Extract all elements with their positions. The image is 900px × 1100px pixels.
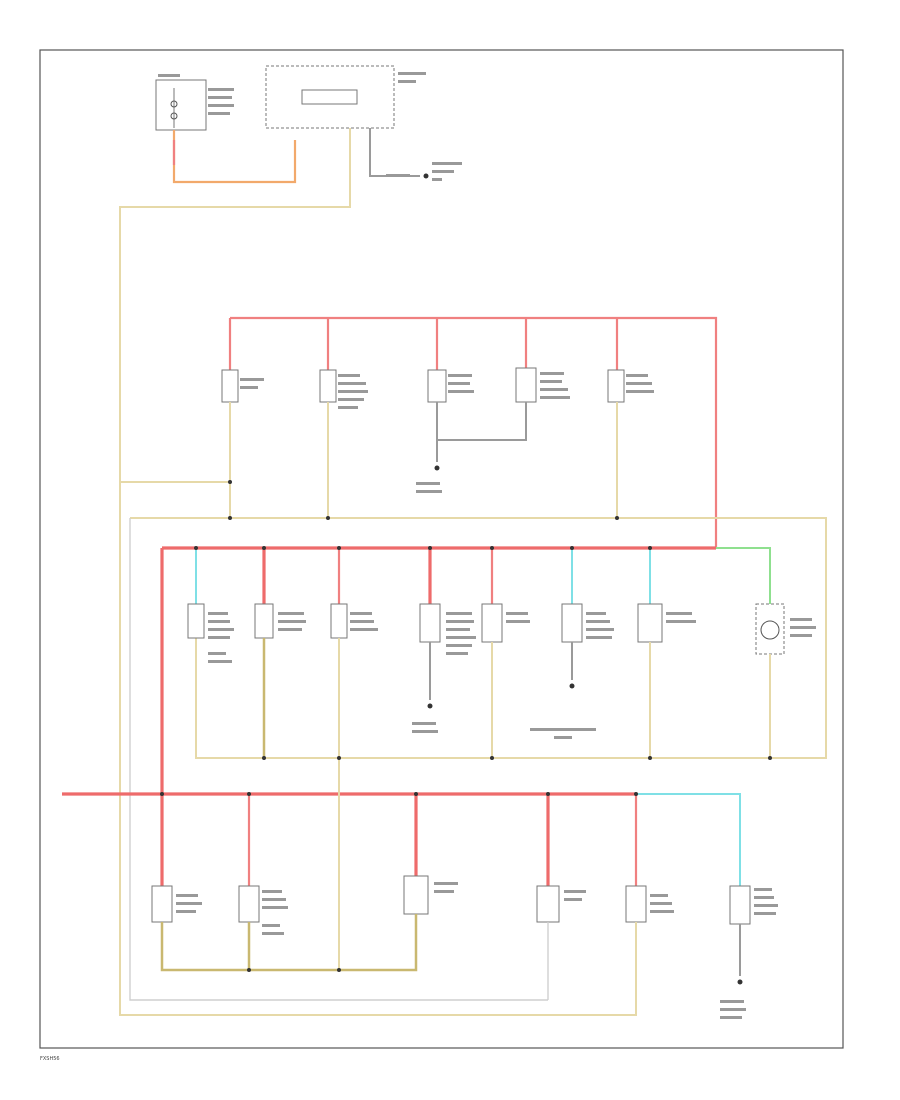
- bulb-icon-m8: [760, 620, 780, 640]
- wire-tan-middle-bus: [130, 517, 827, 759]
- lamp-b2: [238, 885, 260, 923]
- lamp-m1: [187, 603, 205, 639]
- ground-node-b6: [737, 979, 743, 985]
- ground-node-module: [423, 173, 429, 179]
- wire-olive-bottom-return: [160, 914, 418, 972]
- top-section: [119, 65, 637, 1016]
- lamp-m4: [419, 603, 441, 643]
- lamp-b5: [625, 885, 647, 923]
- wire-cyan-bottom-right: [636, 793, 741, 886]
- bottom-lamp-row: [62, 758, 778, 1019]
- label-blocks-upper: [240, 372, 654, 493]
- diagram-frame: [39, 49, 844, 1049]
- junction-nodes: [160, 480, 772, 972]
- lamp-b3: [403, 875, 429, 915]
- ground-node-m4: [427, 703, 433, 709]
- fuse-block: [155, 79, 207, 131]
- switch-c: [427, 369, 447, 403]
- lamp-m5: [481, 603, 503, 643]
- lamp-b6: [729, 885, 751, 925]
- wire-grey-module-right: [369, 128, 420, 177]
- wire-tan-module-feed: [119, 128, 637, 1016]
- control-module-inner: [301, 89, 358, 105]
- label-blocks-middle: [208, 612, 816, 739]
- lamp-b1: [151, 885, 173, 923]
- wire-orange-fuse: [172, 130, 297, 184]
- switch-e: [607, 369, 625, 403]
- lamp-m2: [254, 603, 274, 639]
- footer-code: FXSH56: [40, 1056, 60, 1062]
- wire-lgrey-left-return: [129, 518, 548, 1001]
- lamp-m8: [755, 603, 785, 655]
- label-blocks-top: [158, 72, 462, 181]
- fuse-icon: [170, 88, 178, 128]
- lamp-m6: [561, 603, 583, 643]
- wire-green-right: [716, 547, 771, 604]
- label-blocks-bottom: [176, 882, 778, 1019]
- lamp-m7: [637, 603, 663, 643]
- upper-switch-row: [120, 316, 718, 548]
- switch-d: [515, 367, 537, 403]
- lamp-b4: [536, 885, 560, 923]
- middle-lamp-row: [129, 517, 827, 1001]
- lamp-m3: [330, 603, 348, 639]
- switch-b: [319, 369, 337, 403]
- wire-grey-ground-link: [436, 402, 527, 441]
- switch-a: [221, 369, 239, 403]
- ground-node-upper: [434, 465, 440, 471]
- wire-red-upper-bus: [230, 316, 718, 548]
- ground-node-m6: [569, 683, 575, 689]
